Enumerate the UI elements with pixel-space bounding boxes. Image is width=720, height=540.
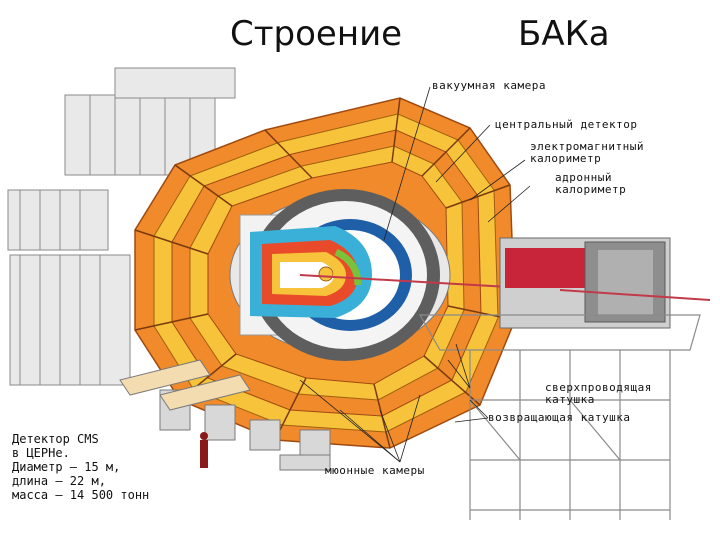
label-em-calorimeter-line2: калориметр: [530, 153, 601, 165]
info-line-3: Диаметр — 15 м,: [12, 460, 120, 474]
info-line-1: Детектор CMS: [12, 432, 99, 446]
person-figure: [200, 432, 208, 468]
label-muon-chambers: мюонные камеры: [325, 465, 425, 477]
label-vacuum-chamber: вакуумная камера: [432, 80, 546, 92]
info-line-4: длина — 22 м,: [12, 474, 106, 488]
label-central-detector: центральный детектор: [495, 119, 637, 131]
calorimeter-bands: [250, 226, 372, 318]
label-hadron-calorimeter-line2: калориметр: [555, 184, 626, 196]
info-line-5: масса — 14 500 тонн: [12, 488, 149, 502]
label-return-coil: возвращающая катушка: [488, 412, 630, 424]
info-line-2: в ЦЕРНе.: [12, 446, 70, 460]
detector-info-block: Детектор CMS в ЦЕРНе. Диаметр — 15 м, дл…: [12, 432, 149, 502]
label-superconducting-coil-line2: катушка: [545, 394, 595, 406]
